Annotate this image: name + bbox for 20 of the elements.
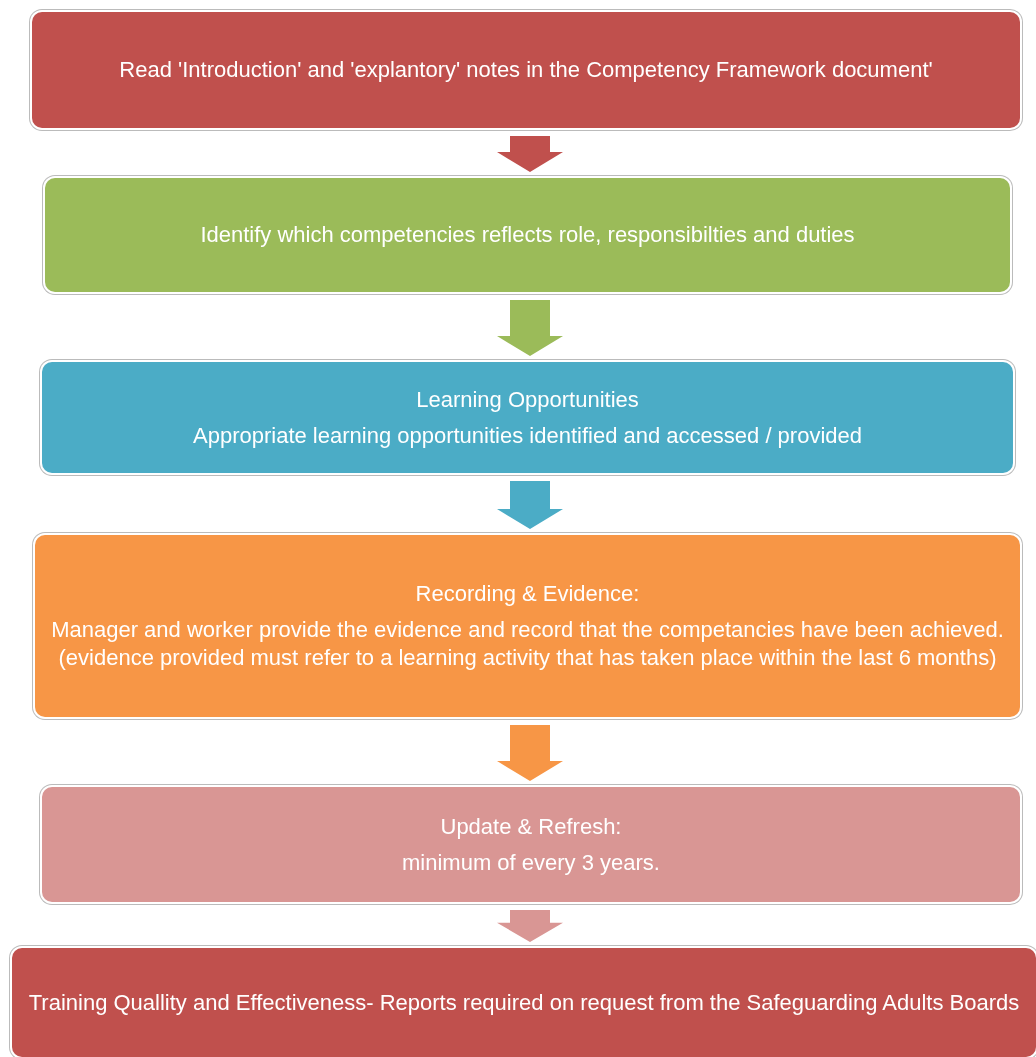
step-text: Training Quallity and Effectiveness- Reports required on request from the Safeguarding Adults Boards — [28, 988, 1020, 1017]
step-text: Manager and worker provide the evidence and record that the competancies have been achieved. (evidence provided must refer to a learning activity that has taken place within the last 6 months) — [50, 616, 1005, 672]
process-box — [42, 787, 1020, 902]
step-text: minimum of every 3 years. — [402, 848, 660, 877]
step-heading: Recording & Evidence: — [415, 580, 640, 608]
process-box — [42, 362, 1013, 473]
block-arrow — [497, 136, 563, 172]
block-arrow — [497, 910, 563, 942]
block-arrow — [497, 481, 563, 529]
process-box — [45, 178, 1010, 292]
block-arrow — [497, 725, 563, 781]
step-heading: Learning Opportunities — [416, 385, 639, 414]
process-box — [35, 535, 1020, 717]
step-text: Identify which competencies reflects role, responsibilties and duties — [200, 221, 855, 249]
process-box — [12, 948, 1036, 1057]
process-box — [32, 12, 1020, 128]
step-heading: Update & Refresh: — [440, 812, 622, 841]
step-text: Read 'Introduction' and 'explantory' notes in the Competency Framework document' — [119, 56, 933, 84]
block-arrow — [497, 300, 563, 356]
step-text: Appropriate learning opportunities identified and accessed / provided — [193, 421, 862, 450]
